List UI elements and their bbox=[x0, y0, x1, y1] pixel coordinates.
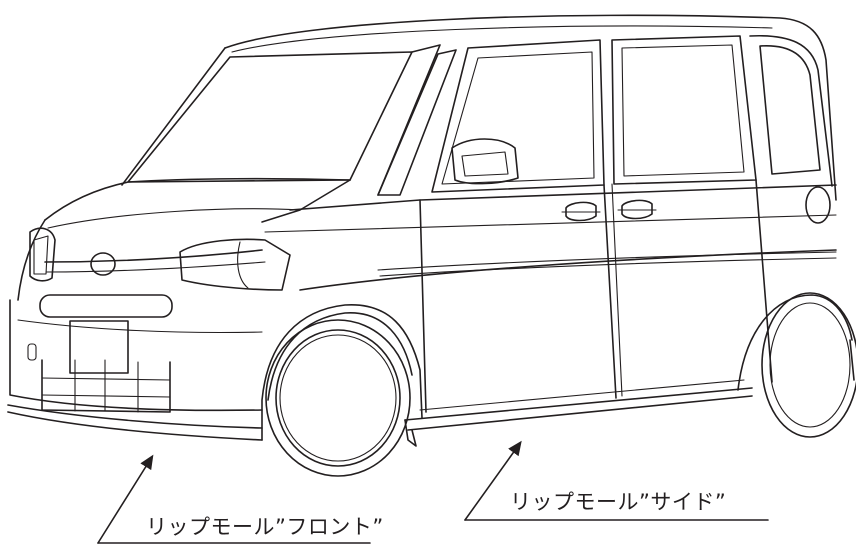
side-lip-callout bbox=[464, 440, 769, 521]
side-lip-label: リップモール”サイド” bbox=[510, 490, 727, 514]
front-lip-label: リップモール”フロント” bbox=[146, 515, 384, 539]
front-lip-callout bbox=[97, 454, 371, 544]
car-body bbox=[7, 14, 856, 477]
